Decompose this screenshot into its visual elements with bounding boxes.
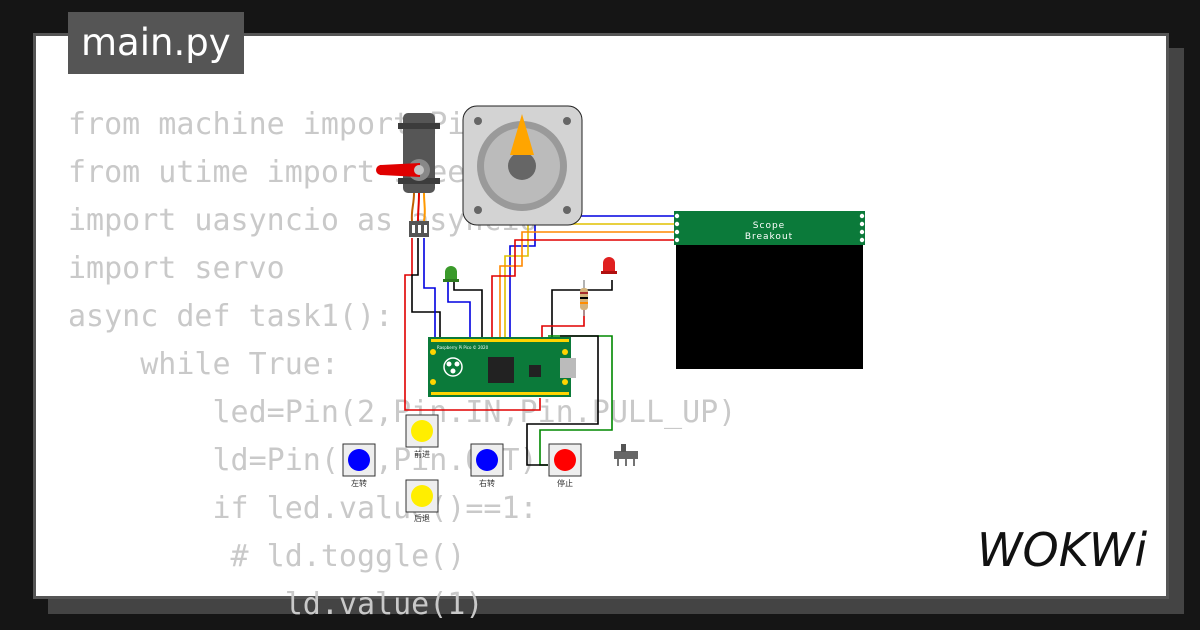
wire-servo-black: [411, 238, 441, 340]
wire-led-green-black: [453, 280, 483, 340]
wire-stepper-yellow: [504, 223, 677, 340]
raspberry-pi-pico-board[interactable]: Raspberry Pi Pico © 2020: [428, 337, 576, 397]
led-red[interactable]: [601, 257, 617, 274]
wire-stepper-red: [491, 239, 677, 340]
button-right[interactable]: 右转: [470, 443, 504, 488]
scope-breakout[interactable]: Scope Breakout: [674, 211, 865, 369]
button-forward[interactable]: 前进: [405, 414, 439, 459]
pico-label: Raspberry Pi Pico © 2020: [437, 345, 489, 350]
servo-motor[interactable]: [376, 113, 440, 237]
button-stop-label: 停止: [557, 478, 573, 488]
led-green[interactable]: [443, 266, 459, 282]
file-tab[interactable]: main.py: [68, 12, 244, 74]
wire-stepper-blue: [509, 215, 677, 340]
button-back[interactable]: 后退: [405, 479, 439, 523]
stepper-motor[interactable]: [462, 105, 583, 226]
wire-servo-blue: [423, 238, 436, 340]
wire-button-black: [526, 335, 599, 466]
wire-servo-red: [404, 238, 541, 411]
wokwi-logo: WOKWi: [977, 523, 1147, 577]
wires: [404, 215, 677, 466]
button-forward-label: 前进: [414, 449, 430, 459]
button-back-label: 后退: [414, 513, 430, 523]
resistor: [580, 280, 588, 316]
code-line: ld.value(1): [68, 587, 484, 622]
code-line: from machine import Pin: [68, 107, 484, 142]
preview-card: from machine import Pin from utime impor…: [33, 33, 1169, 622]
button-stop[interactable]: 停止: [548, 443, 582, 488]
code-line: import servo: [68, 251, 285, 286]
scope-label-1: Scope: [753, 221, 785, 231]
code-line: # ld.toggle(): [68, 539, 466, 574]
wire-stepper-orange: [499, 231, 677, 340]
wokwi-logo-text: WOKWi: [977, 523, 1147, 577]
slide-switch[interactable]: [614, 444, 638, 466]
code-line: led=Pin(2,Pin.IN,Pin.PULL_UP): [68, 395, 737, 430]
wire-led-green-blue: [447, 280, 471, 340]
button-left-label: 左转: [351, 478, 367, 488]
scope-label-2: Breakout: [745, 232, 793, 242]
code-line: while True:: [68, 347, 339, 382]
code-line: if led.value()==1:: [68, 491, 538, 526]
code-line: import uasyncio as asyncio: [68, 203, 538, 238]
wire-resistor-red: [541, 310, 585, 340]
button-left[interactable]: 左转: [342, 443, 376, 488]
button-right-label: 右转: [479, 478, 495, 488]
code-line: async def task1():: [68, 299, 394, 334]
